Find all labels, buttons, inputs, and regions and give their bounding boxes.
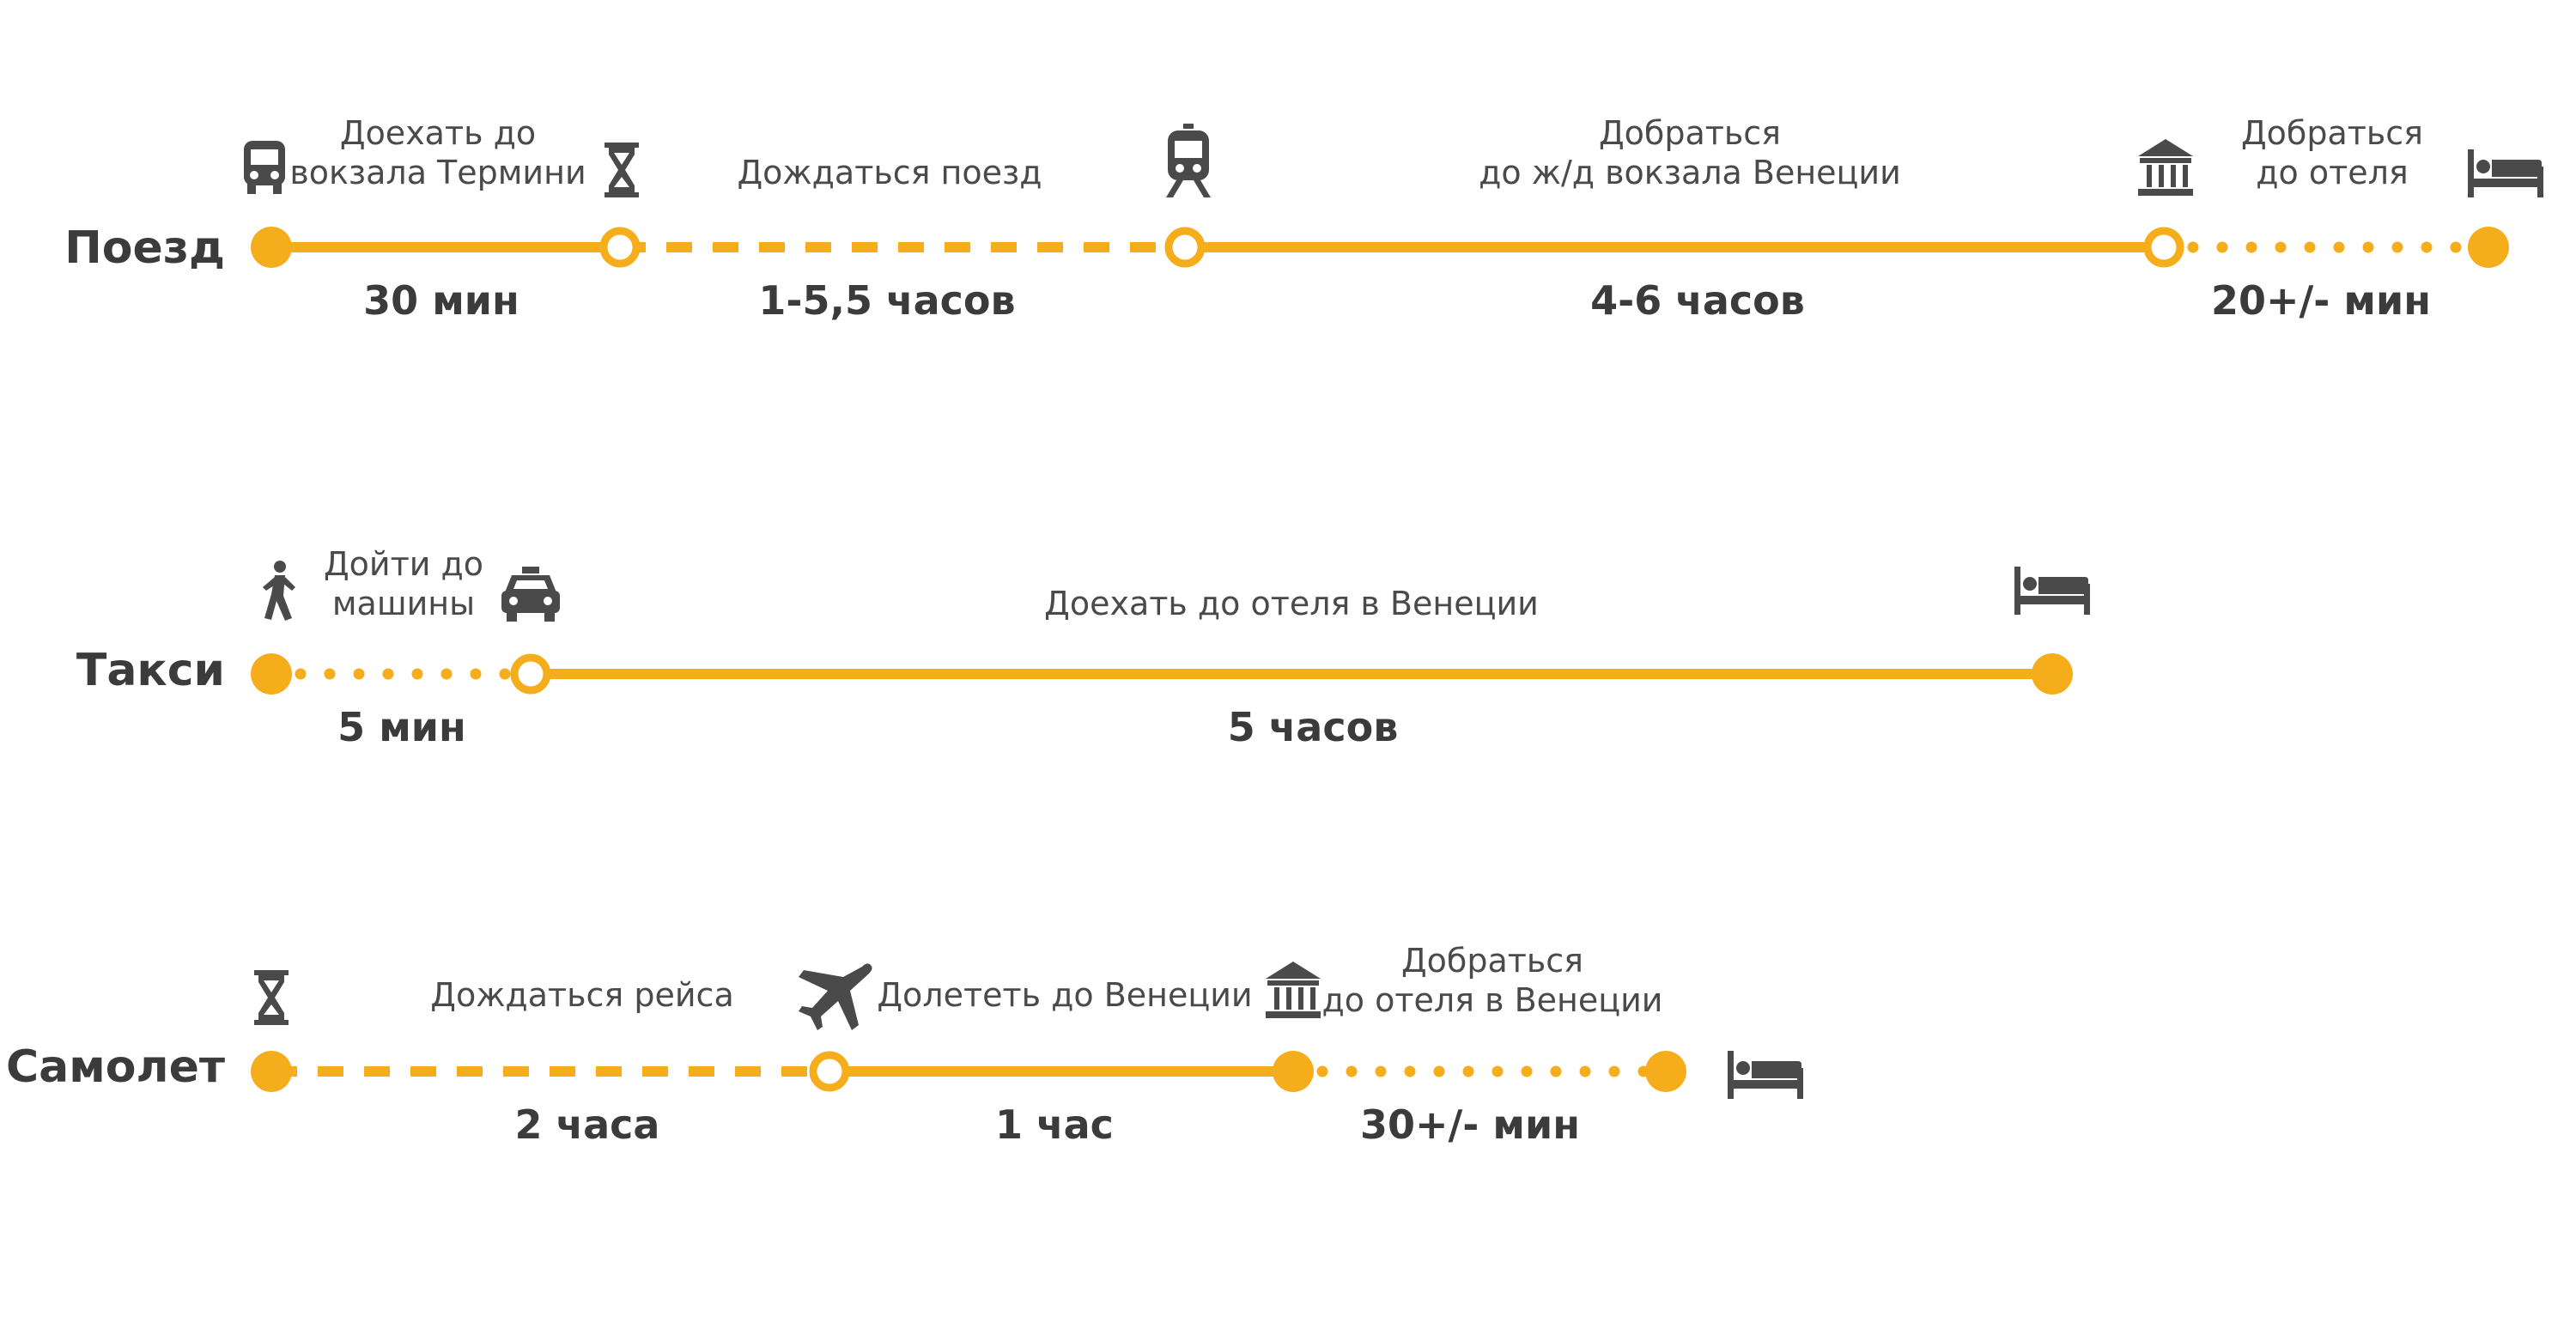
taxi-icon [501, 567, 560, 622]
stop-marker-hollow [2143, 227, 2184, 268]
airplane-icon [799, 963, 872, 1030]
segment-duration: 1-5,5 часов [758, 277, 1015, 324]
segment-duration: 2 часа [515, 1101, 660, 1148]
stop-marker-filled [251, 653, 292, 695]
stop-marker-hollow [1164, 227, 1206, 268]
hourglass-icon [605, 143, 639, 197]
stop-marker-hollow [510, 653, 551, 695]
segment-label: до ж/д вокзала Венеции [1479, 154, 1901, 191]
stop-marker-filled [1645, 1051, 1686, 1092]
segment-label: Добраться [1401, 942, 1583, 980]
bus-icon [244, 141, 285, 194]
stop-marker-filled [251, 227, 292, 268]
museum-icon [2138, 139, 2193, 196]
segment-label: до отеля в Венеции [1322, 981, 1663, 1019]
segment-duration: 5 часов [1228, 704, 1399, 750]
train-icon [1166, 124, 1211, 197]
segment-label: Дойти до [324, 545, 483, 583]
segment-label: Доехать до отеля в Венеции [1044, 585, 1539, 622]
stop-marker-filled [251, 1051, 292, 1092]
stop-marker-filled [2032, 653, 2073, 695]
segment-label: вокзала Термини [289, 154, 586, 191]
bed-icon [1728, 1051, 1803, 1099]
segment-duration: 1 час [995, 1101, 1114, 1148]
segment-duration: 4-6 часов [1590, 277, 1805, 324]
bed-icon [2014, 567, 2090, 615]
stop-marker-filled [1273, 1051, 1314, 1092]
segment-label: Долететь до Венеции [877, 976, 1252, 1014]
segment-duration: 5 мин [337, 704, 466, 750]
route-title: Самолет [6, 1041, 225, 1093]
segment-label: Дождаться поезд [737, 154, 1042, 191]
segment-label: машины [332, 585, 475, 622]
segment-duration: 30 мин [363, 277, 519, 324]
segment-duration: 30+/- мин [1360, 1101, 1580, 1148]
stop-marker-filled [2468, 227, 2509, 268]
bed-icon [2468, 149, 2543, 197]
segment-duration: 20+/- мин [2211, 277, 2431, 324]
route-title: Такси [76, 645, 225, 696]
segment-label: Дождаться рейса [430, 976, 733, 1014]
walking-person-icon [263, 561, 295, 621]
stop-marker-hollow [599, 227, 641, 268]
route-title: Поезд [64, 222, 225, 274]
segment-label: Доехать до [340, 114, 536, 152]
segment-label: Добраться [1599, 114, 1781, 152]
segment-label: до отеля [2256, 154, 2409, 191]
museum-icon [1266, 962, 1321, 1018]
hourglass-icon [254, 970, 289, 1025]
stop-marker-hollow [809, 1051, 850, 1092]
segment-label: Добраться [2241, 114, 2423, 152]
